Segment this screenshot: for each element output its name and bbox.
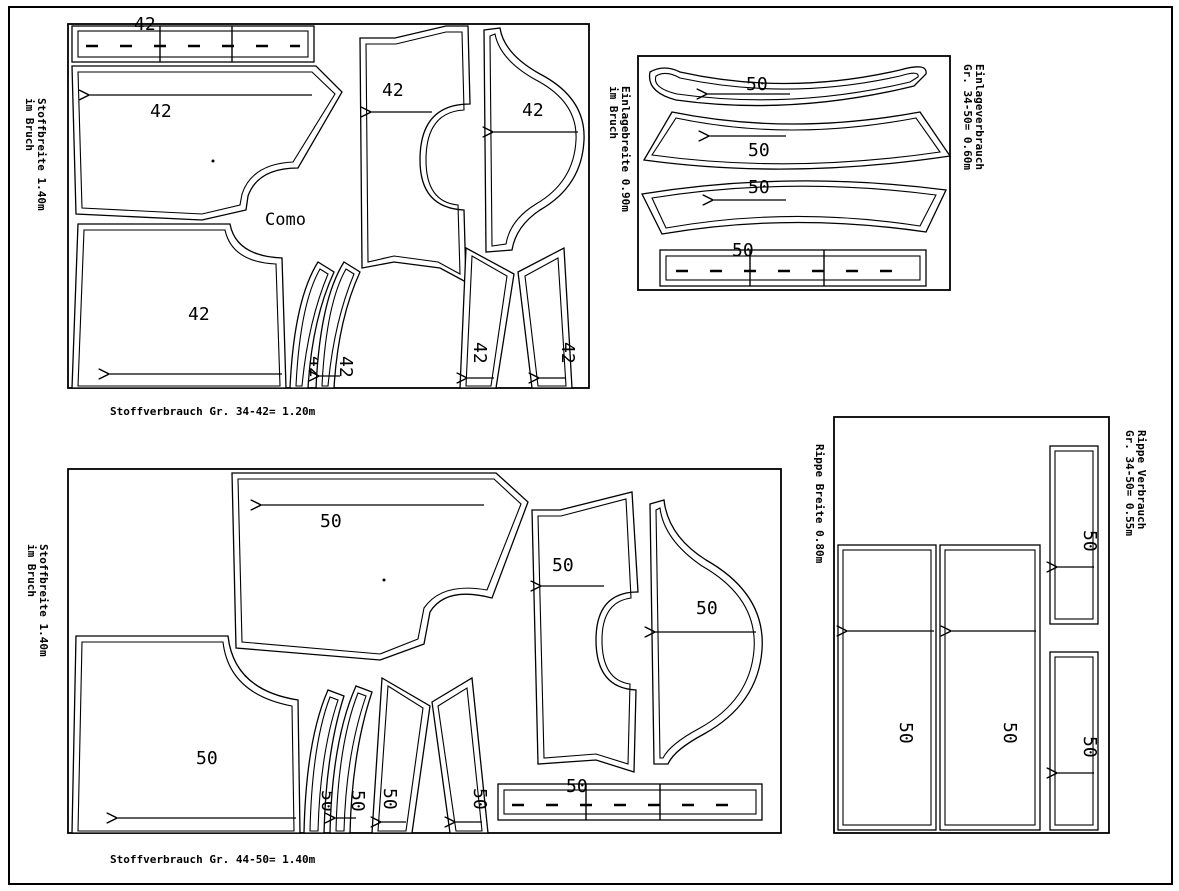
ribbing-panel-2: 50 — [939, 544, 1041, 831]
size-label: 42 — [134, 14, 156, 35]
sleeve-piece-b: 50 — [532, 491, 639, 773]
size-label: 50 — [748, 177, 770, 198]
side-strip-a2: 42 — [316, 261, 361, 389]
size-label: 42 — [150, 101, 172, 122]
sleeve-piece-a: 42 — [359, 25, 471, 284]
interfacing-fold-label: im Bruch — [607, 86, 620, 139]
ribbing-cuff-2: 50 — [1050, 651, 1100, 831]
ribbing-usage-title: Rippe Verbrauch — [1135, 430, 1148, 529]
size-label: 50 — [320, 511, 342, 532]
size-label: 50 — [696, 598, 718, 619]
ribbing-panel-1: 50 — [838, 544, 937, 831]
ribbing-layout: 50 50 50 50 Rippe Breite 0.80m Rippe Ver… — [813, 416, 1148, 834]
front-piece-a: 42 — [71, 65, 343, 221]
hood-piece-a: 42 — [484, 27, 585, 253]
layout-a: 42 42 Como 42 42 — [23, 14, 590, 418]
interfacing-strip: 50 — [659, 240, 927, 287]
fold-label: im Bruch — [25, 544, 38, 597]
ribbing-usage-label: Gr. 34-50= 0.55m — [1123, 430, 1136, 536]
size-label: 42 — [382, 80, 404, 101]
side-strip-b2: 50 — [330, 685, 373, 834]
interfacing-width-label: Einlagebreite 0.90m — [619, 86, 632, 212]
size-label: 50 — [196, 748, 218, 769]
fabric-usage-label: Stoffverbrauch Gr. 44-50= 1.40m — [110, 853, 316, 866]
size-label: 42 — [522, 100, 544, 121]
size-label: 50 — [748, 140, 770, 161]
fold-label: im Bruch — [23, 98, 36, 151]
side-panel-b2: 50 — [431, 676, 490, 834]
interfacing-layout: 50 50 50 50 Einlagebreite 0.90m im Bruch… — [607, 55, 986, 291]
interfacing-usage-title: Einlageverbrauch — [973, 64, 986, 170]
fabric-width-label: Stoffbreite 1.40m — [35, 98, 48, 211]
size-label: 50 — [732, 240, 754, 261]
ribbing-cuff-1: 50 — [1050, 445, 1100, 625]
interfacing-frame — [637, 55, 951, 291]
interfacing-band-3: 50 — [641, 177, 947, 235]
fabric-width-label: Stoffbreite 1.40m — [37, 544, 50, 657]
front-piece-b: 50 — [231, 472, 529, 661]
back-piece-b: 50 — [71, 635, 301, 834]
size-label: 50 — [895, 722, 916, 744]
side-panel-a2: 42 — [517, 246, 578, 389]
size-label: 42 — [188, 304, 210, 325]
size-label: 42 — [557, 342, 578, 364]
layout-b-frame — [67, 468, 782, 834]
collar-strip-a: 42 — [71, 14, 315, 63]
side-panel-a1: 42 — [460, 246, 515, 389]
interfacing-usage-label: Gr. 34-50= 0.60m — [961, 64, 974, 170]
size-label: 42 — [469, 342, 490, 364]
ribbing-width-label: Rippe Breite 0.80m — [813, 444, 826, 564]
ribbing-frame — [833, 416, 1110, 834]
hood-piece-b: 50 — [650, 499, 763, 765]
size-label: 42 — [335, 356, 356, 378]
sheet-border — [8, 6, 1173, 885]
size-label: 50 — [552, 555, 574, 576]
interfacing-band-1: 50 — [648, 66, 927, 107]
collar-strip-b: 50 — [497, 776, 763, 821]
interfacing-band-2: 50 — [642, 111, 952, 170]
size-label: 50 — [999, 722, 1020, 744]
size-label: 50 — [1079, 736, 1100, 758]
size-label: 50 — [566, 776, 588, 797]
size-label: 50 — [347, 790, 368, 812]
size-label: 50 — [379, 788, 400, 810]
size-label: 50 — [1079, 530, 1100, 552]
side-panel-b1: 50 — [372, 676, 431, 834]
layout-b: 50 50 50 50 50 — [25, 468, 782, 866]
size-label: 50 — [746, 74, 768, 95]
fabric-usage-label: Stoffverbrauch Gr. 34-42= 1.20m — [110, 405, 316, 418]
model-name: Como — [265, 210, 306, 230]
size-label: 50 — [469, 788, 490, 810]
back-piece-a: 42 — [71, 223, 287, 389]
